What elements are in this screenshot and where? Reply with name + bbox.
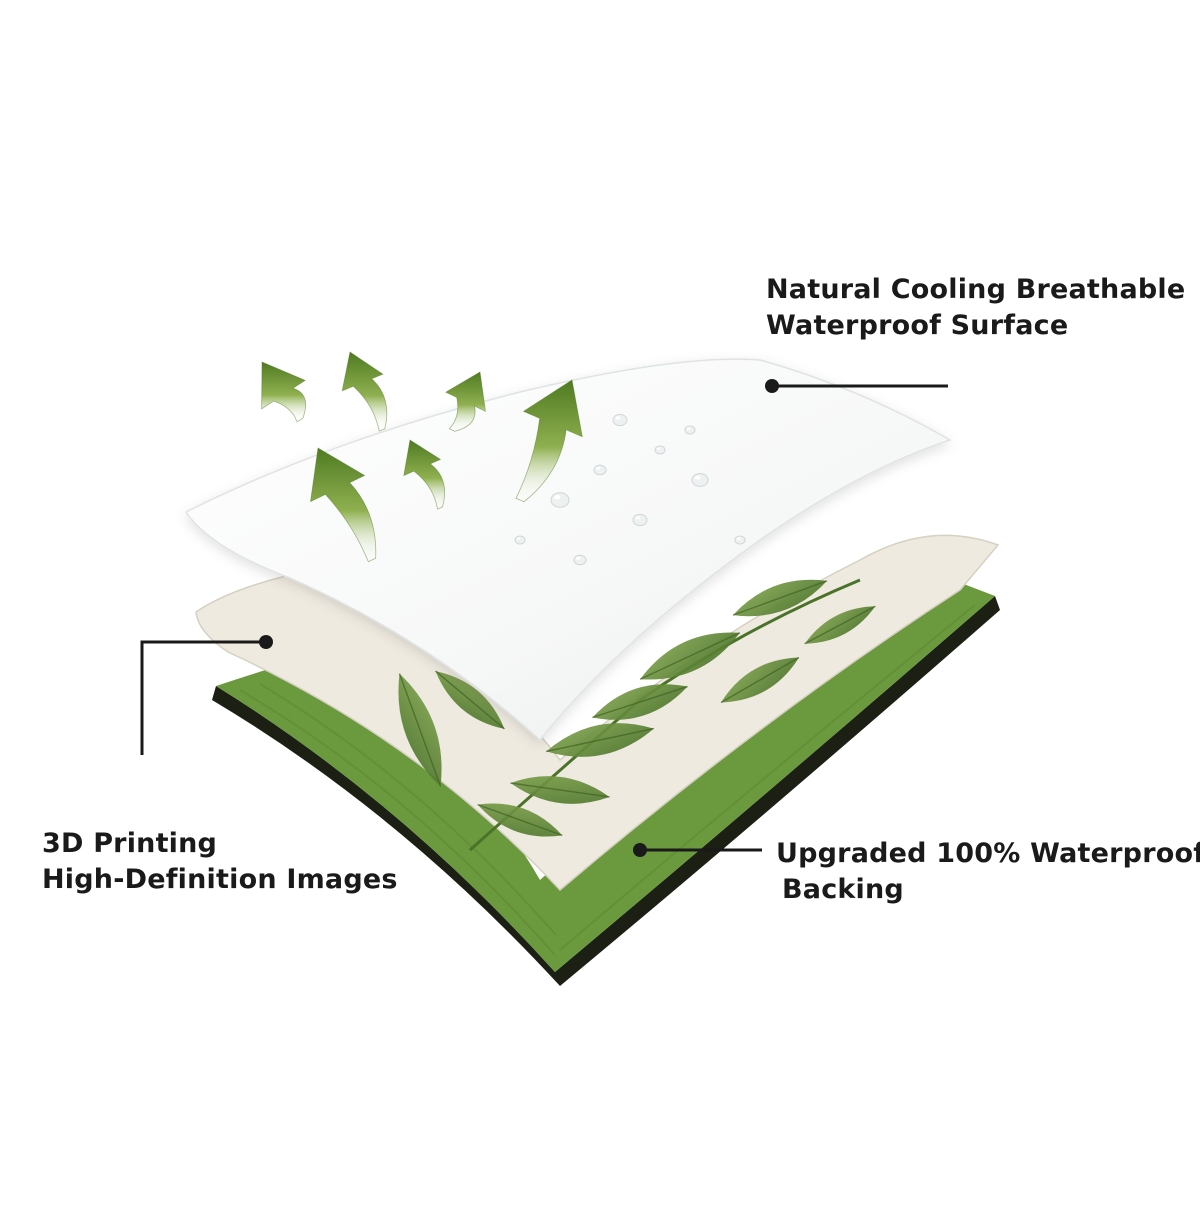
leaf-icon	[592, 684, 688, 720]
callout-printing-pointer	[140, 635, 273, 755]
callout-backing-line1: Upgraded 100% Waterproof	[776, 838, 1200, 869]
airflow-arrows	[261, 351, 583, 563]
callout-printing-label: 3D Printing High-Definition Images	[42, 826, 398, 898]
leaf-icon	[398, 673, 442, 787]
airflow-arrow-icon	[444, 371, 486, 432]
leaf-icon	[477, 803, 563, 837]
leaf-icon	[546, 723, 654, 757]
backing-texture	[239, 604, 976, 956]
leaf-icon	[732, 579, 828, 617]
water-droplet-icon	[691, 473, 709, 487]
water-droplet-icon	[514, 535, 526, 545]
callout-surface-label: Natural Cooling Breathable Waterproof Su…	[766, 272, 1185, 344]
callout-surface-line2: Waterproof Surface	[766, 310, 1069, 342]
callout-surface-pointer	[765, 379, 948, 393]
callout-backing-line2: Backing	[782, 874, 904, 906]
water-droplets	[514, 413, 746, 566]
airflow-arrow-icon	[341, 351, 388, 432]
water-droplet-icon	[593, 464, 607, 476]
water-droplet-icon	[734, 535, 746, 545]
water-droplet-icon	[573, 554, 587, 566]
leaf-print-group	[398, 578, 876, 852]
callout-printing-line1: 3D Printing	[42, 828, 218, 859]
airflow-arrow-icon	[515, 379, 583, 503]
callout-printing-line2: High-Definition Images	[42, 864, 398, 896]
callout-surface-line1: Natural Cooling Breathable	[766, 274, 1186, 305]
leaf-icon	[804, 605, 876, 645]
callout-backing-label: Upgraded 100% Waterproof Backing	[776, 836, 1200, 908]
airflow-arrow-icon	[261, 361, 306, 423]
surface-layer	[184, 358, 952, 742]
airflow-arrow-icon	[310, 447, 377, 563]
water-droplet-icon	[612, 413, 628, 427]
water-droplet-icon	[654, 445, 666, 455]
leaf-icon	[435, 670, 505, 730]
leaf-icon	[720, 656, 800, 704]
water-droplet-icon	[550, 492, 570, 508]
airflow-arrow-icon	[403, 439, 446, 510]
leaf-icon	[510, 776, 610, 804]
water-droplet-icon	[632, 513, 648, 527]
leaf-icon	[639, 632, 741, 680]
callout-backing-pointer	[633, 843, 762, 857]
water-droplet-icon	[684, 425, 696, 435]
